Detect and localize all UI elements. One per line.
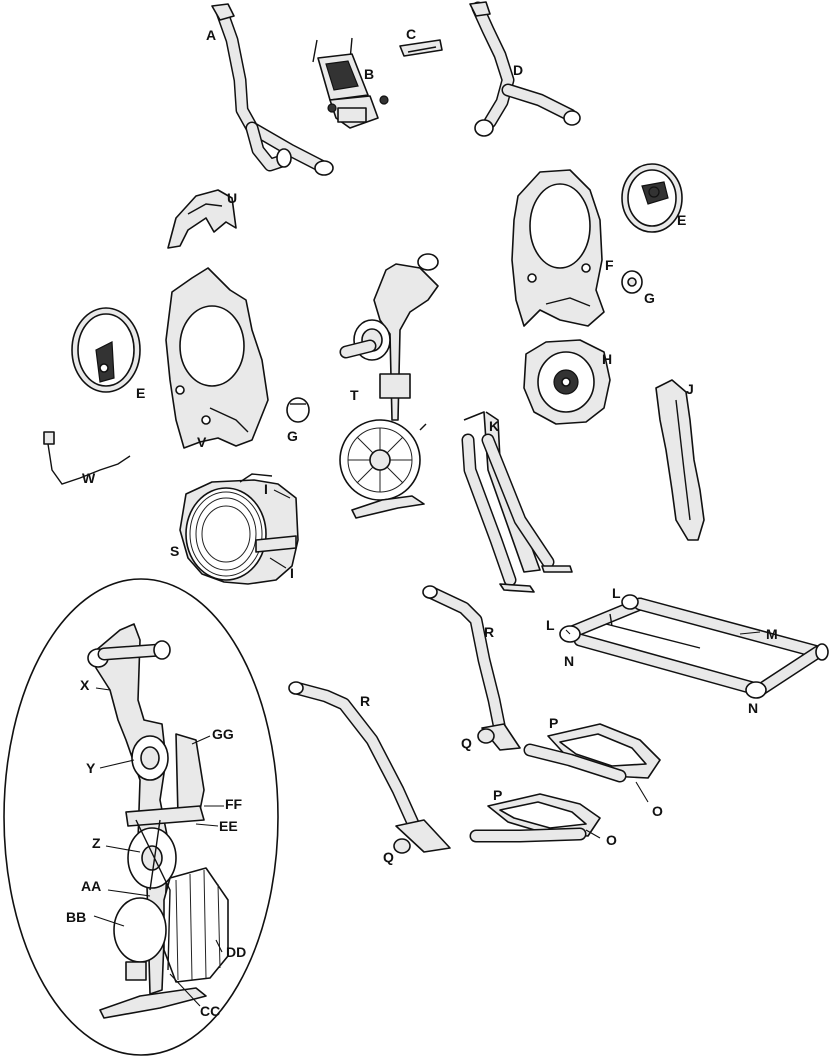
label-h: H: [602, 351, 612, 367]
part-w-cable: [43, 431, 131, 485]
part-j-rail-cover: [655, 379, 705, 541]
part-h-housing: [523, 339, 611, 425]
label-s: S: [170, 543, 179, 559]
label-v: V: [197, 434, 207, 450]
label-f: F: [605, 257, 614, 273]
label-e-left: E: [136, 385, 145, 401]
label-g-left: G: [287, 428, 298, 444]
part-r-upper-arm: [422, 585, 521, 751]
label-x: X: [80, 677, 90, 693]
label-p-bottom: P: [493, 787, 502, 803]
label-k: K: [489, 418, 499, 434]
part-b-console: [312, 37, 389, 129]
label-q-top: Q: [461, 735, 472, 751]
part-r-lower-arm: [288, 681, 451, 854]
label-t: T: [350, 387, 359, 403]
leader-lines: [93, 489, 761, 1007]
label-z: Z: [92, 835, 101, 851]
label-d: D: [513, 62, 523, 78]
label-n-right: N: [748, 700, 758, 716]
part-k-upright: [461, 411, 573, 593]
label-c: C: [406, 26, 416, 42]
part-e-left-disc: [71, 307, 141, 393]
label-a: A: [206, 27, 216, 43]
label-l-left: L: [546, 617, 555, 633]
part-c-bracket: [399, 39, 443, 57]
label-o-bottom: O: [606, 832, 617, 848]
label-i-bottom: I: [290, 565, 294, 581]
label-m: M: [766, 626, 778, 642]
label-g-right: G: [644, 290, 655, 306]
part-i-fan-housing: [179, 473, 299, 585]
label-e-right: E: [677, 212, 686, 228]
part-f-right-cover: [511, 169, 605, 327]
part-g-right-cap: [621, 270, 643, 294]
label-i-top: I: [264, 481, 268, 497]
label-cc: CC: [200, 1003, 220, 1019]
label-p-top: P: [549, 715, 558, 731]
label-l-top: L: [612, 585, 621, 601]
label-o-top: O: [652, 803, 663, 819]
part-p-upper-pedal: [523, 723, 661, 783]
label-r-bottom: R: [360, 693, 370, 709]
label-ff: FF: [225, 796, 243, 812]
label-gg: GG: [212, 726, 234, 742]
label-r-top: R: [484, 624, 494, 640]
label-aa: AA: [81, 878, 101, 894]
label-dd: DD: [226, 944, 246, 960]
label-q-bottom: Q: [383, 849, 394, 865]
part-t-main-frame: [339, 253, 439, 519]
label-ee: EE: [219, 818, 238, 834]
label-y: Y: [86, 760, 96, 776]
part-m-base-frame: [559, 594, 829, 699]
part-a-left-handlebar: [211, 3, 334, 176]
part-d-right-handlebar: [469, 1, 581, 137]
label-b: B: [364, 66, 374, 82]
part-p-lower-pedal: [469, 793, 601, 843]
part-g-left-cap: [286, 397, 310, 423]
label-bb: BB: [66, 909, 86, 925]
label-u: U: [227, 190, 237, 206]
label-n-left: N: [564, 653, 574, 669]
detail-callout: [3, 578, 279, 1056]
label-w: W: [82, 470, 96, 486]
part-u-top-cover: [167, 189, 237, 249]
label-j: J: [686, 381, 694, 397]
part-e-right-disc: [621, 163, 683, 233]
part-v-left-cover: [165, 267, 269, 449]
detail-drive-assembly: [87, 623, 229, 1019]
part-labels: A B C D E E F G G H I I J K L L M N N O …: [66, 26, 778, 1019]
